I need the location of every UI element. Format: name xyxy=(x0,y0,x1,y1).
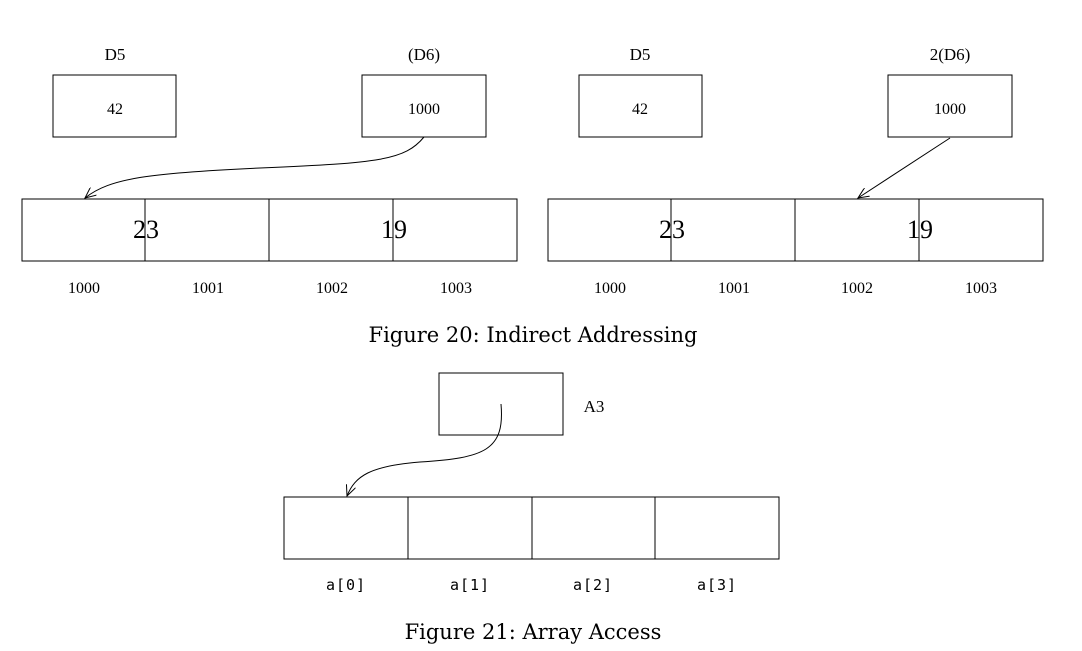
address-label: 1002 xyxy=(316,280,348,297)
word-value-1: 23 xyxy=(659,215,685,244)
word-value-2: 19 xyxy=(381,215,407,244)
register-d5-box xyxy=(52,74,177,138)
register-d5-label: D5 xyxy=(630,45,651,64)
address-label: 1001 xyxy=(192,280,224,297)
fig20-left: D5 42 (D6) 1000 23 19 1000 1001 1002 100… xyxy=(21,45,518,297)
pointer-d6-value: 1000 xyxy=(934,101,966,118)
word-value-2: 19 xyxy=(907,215,933,244)
array-cell-label: a[1] xyxy=(450,576,490,594)
pointer-d6-label: 2(D6) xyxy=(930,45,971,64)
register-d5-label: D5 xyxy=(105,45,126,64)
register-d5-value: 42 xyxy=(107,101,123,118)
address-label: 1001 xyxy=(718,280,750,297)
register-d5-box xyxy=(578,74,703,138)
pointer-arrow xyxy=(858,137,951,198)
figure-20-caption: Figure 20: Indirect Addressing xyxy=(369,323,698,347)
register-a3-label: A3 xyxy=(584,397,605,416)
array-cell-label: a[2] xyxy=(573,576,613,594)
pointer-arrow xyxy=(85,136,425,198)
pointer-d6-label: (D6) xyxy=(408,45,440,64)
address-label: 1002 xyxy=(841,280,873,297)
address-label: 1000 xyxy=(68,280,100,297)
pointer-d6-box xyxy=(887,74,1013,138)
register-a3-box xyxy=(438,372,564,436)
register-d5-value: 42 xyxy=(632,101,648,118)
word-value-1: 23 xyxy=(133,215,159,244)
address-label: 1003 xyxy=(965,280,997,297)
address-label: 1003 xyxy=(440,280,472,297)
array-cell-label: a[3] xyxy=(697,576,737,594)
pointer-d6-value: 1000 xyxy=(408,101,440,118)
array-cell-label: a[0] xyxy=(326,576,366,594)
figure-21-caption: Figure 21: Array Access xyxy=(405,620,662,644)
pointer-arrow xyxy=(347,403,502,496)
address-label: 1000 xyxy=(594,280,626,297)
fig21: A3 a[0] a[1] a[2] a[3] xyxy=(283,372,780,594)
fig20-right: D5 42 2(D6) 1000 23 19 1000 1001 1002 10… xyxy=(547,45,1044,297)
